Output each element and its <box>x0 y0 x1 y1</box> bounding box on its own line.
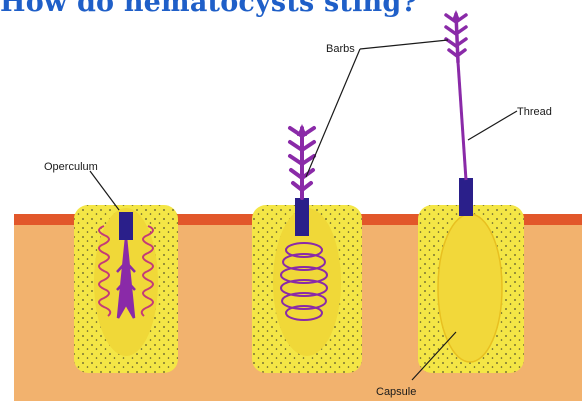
cell-discharged <box>418 10 524 373</box>
operculum-2 <box>295 198 309 236</box>
label-operculum: Operculum <box>44 161 98 173</box>
barbs-2 <box>290 128 314 198</box>
cell-discharging <box>252 124 362 373</box>
barbs-3 <box>446 14 466 62</box>
operculum-3 <box>459 178 473 216</box>
thread-3 <box>458 62 466 180</box>
operculum-1 <box>119 212 133 240</box>
label-thread: Thread <box>517 106 552 118</box>
capsule-3 <box>438 214 502 362</box>
label-capsule: Capsule <box>376 386 416 398</box>
cell-undischarged <box>74 205 178 373</box>
label-barbs: Barbs <box>326 43 355 55</box>
